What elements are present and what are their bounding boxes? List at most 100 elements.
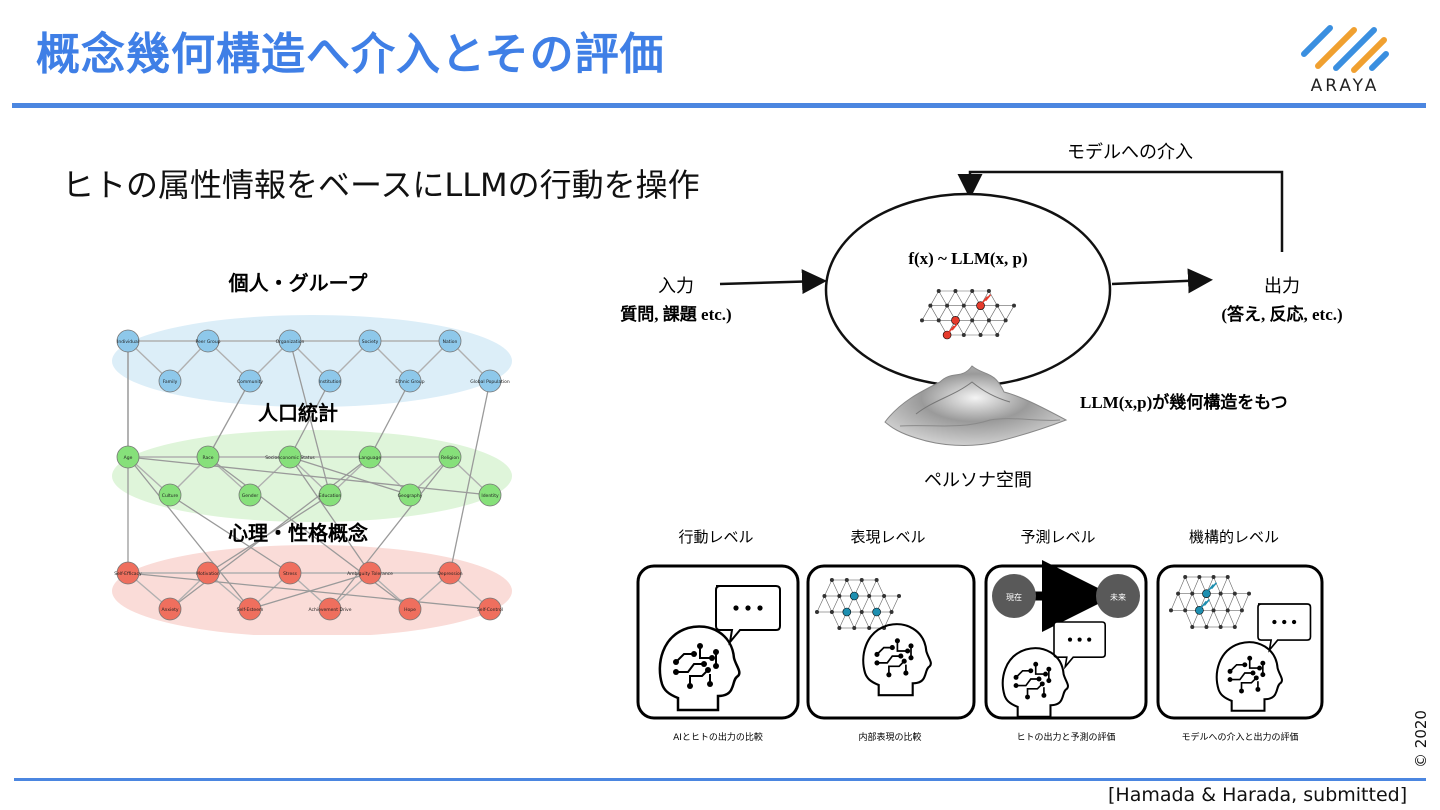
present-circle	[992, 574, 1036, 618]
output-arrow	[1111, 268, 1213, 294]
future-label: 未来	[1110, 592, 1126, 602]
llm-ellipse	[824, 192, 1112, 388]
concept-node	[238, 483, 262, 507]
slide-title: 概念幾何構造へ介入とその評価	[36, 29, 665, 80]
concept-node	[318, 483, 342, 507]
concept-node	[116, 561, 140, 585]
footer-divider	[14, 778, 1426, 781]
concept-node-label: Stress	[283, 571, 297, 577]
concept-node-label: Institution	[319, 379, 342, 385]
level-card-mechanism	[1156, 564, 1324, 720]
concept-node	[196, 329, 220, 353]
concept-node	[196, 445, 220, 469]
concept-node-label: Gender	[242, 493, 259, 499]
concept-node-label: Identity	[481, 493, 499, 499]
intervention-arrow	[957, 170, 1284, 252]
concept-node	[358, 329, 382, 353]
concept-node	[238, 369, 262, 393]
concept-node-label: Hope	[404, 607, 416, 613]
concept-node	[358, 445, 382, 469]
citation: [Hamada & Harada, submitted]	[1108, 784, 1408, 806]
concept-node-label: Language	[359, 455, 381, 461]
group-background	[112, 315, 512, 407]
concept-node	[196, 561, 220, 585]
slide-subtitle: ヒトの属性情報をベースにLLMの行動を操作	[62, 166, 700, 204]
concept-node-label: Self-Esteem	[237, 607, 264, 613]
concept-node	[398, 369, 422, 393]
concept-node	[478, 597, 502, 621]
llm-mini-network-icon	[920, 289, 1016, 340]
concept-node-label: Geography	[398, 493, 423, 499]
araya-logo-icon	[1301, 25, 1389, 73]
concept-node-label: Education	[319, 493, 342, 499]
concept-node	[158, 369, 182, 393]
geometry-note: LLM(x,p)が幾何構造をもつ	[1080, 392, 1288, 412]
concept-node	[438, 329, 462, 353]
concept-node	[278, 445, 302, 469]
present-label: 現在	[1006, 592, 1022, 602]
concept-node-label: Depression	[437, 571, 462, 577]
concept-node	[158, 597, 182, 621]
concept-node-label: Motivation	[196, 571, 220, 577]
input-label: 入力	[658, 276, 694, 297]
persona-space-label: ペルソナ空間	[924, 470, 1032, 491]
level-title-prediction: 予測レベル	[1020, 528, 1095, 546]
level-caption-behavior: AIとヒトの出力の比較	[673, 731, 763, 743]
concept-node-label: Global Population	[470, 379, 510, 385]
concept-node-label: Nation	[443, 339, 458, 345]
intervention-label: モデルへの介入	[1067, 142, 1193, 163]
output-label: 出力	[1264, 276, 1300, 297]
concept-node-label: Ethnic Group	[395, 379, 424, 385]
mechanism-network-icon	[1169, 575, 1251, 629]
persona-space-surface-icon	[884, 365, 1068, 446]
llm-formula: f(x) ~ LLM(x, p)	[908, 249, 1027, 268]
concept-node	[358, 561, 382, 585]
group-label: 個人・グループ	[228, 271, 369, 295]
concept-node-label: Religion	[441, 455, 459, 461]
header-divider	[12, 103, 1426, 108]
level-title-mechanism: 機構的レベル	[1189, 528, 1279, 546]
concept-node	[238, 597, 262, 621]
concept-node	[318, 597, 342, 621]
concept-node	[158, 483, 182, 507]
logo-wordmark: ARAYA	[1310, 76, 1380, 96]
concept-node-label: Peer Group	[195, 339, 220, 345]
output-detail: (答え, 反応, etc.)	[1221, 304, 1342, 324]
level-title-behavior: 行動レベル	[678, 528, 753, 546]
concept-node-label: Society	[362, 339, 379, 345]
future-circle	[1096, 574, 1140, 618]
concept-node	[398, 483, 422, 507]
level-title-representation: 表現レベル	[850, 528, 925, 546]
concept-node-label: Socioeconomic Status	[265, 455, 315, 461]
concept-node-label: Race	[202, 455, 213, 461]
concept-node	[318, 369, 342, 393]
level-caption-representation: 内部表現の比較	[858, 731, 921, 743]
concept-node	[278, 329, 302, 353]
representation-network-icon	[815, 578, 901, 630]
llm-flow-diagram: モデルへの介入 f(x) ~ LLM(x, p) 入力 質問, 課題 etc.)…	[620, 142, 1342, 491]
concept-node-label: Family	[163, 379, 178, 385]
level-caption-prediction: ヒトの出力と予測の評価	[1016, 731, 1115, 743]
concept-node-label: Community	[237, 379, 263, 385]
concept-node	[116, 445, 140, 469]
concept-node	[438, 445, 462, 469]
concept-node	[438, 561, 462, 585]
input-arrow	[719, 269, 827, 295]
concept-node-label: Self-Control	[477, 607, 503, 613]
concept-node	[478, 483, 502, 507]
concept-node	[478, 369, 502, 393]
copyright-notice: © 2020	[1411, 710, 1430, 768]
concept-node-label: Ambiguity Tolerance	[347, 571, 393, 577]
concept-node-label: Individual	[117, 339, 139, 345]
group-label: 心理・性格概念	[228, 521, 368, 545]
concept-node-label: Self-Efficacy	[114, 571, 142, 577]
concept-node-label: Age	[124, 455, 133, 461]
evaluation-levels-panel: 行動レベル 表現レベル 予測レベル 機構的レベル 現在 未来 AIとヒトの出力の…	[636, 528, 1324, 743]
concept-node	[116, 329, 140, 353]
concept-node-label: Achievement Drive	[309, 607, 352, 613]
concept-node	[398, 597, 422, 621]
group-label: 人口統計	[258, 401, 338, 425]
concept-node-label: Anxiety	[161, 607, 178, 613]
concept-node	[278, 561, 302, 585]
input-detail: 質問, 課題 etc.)	[620, 304, 731, 324]
